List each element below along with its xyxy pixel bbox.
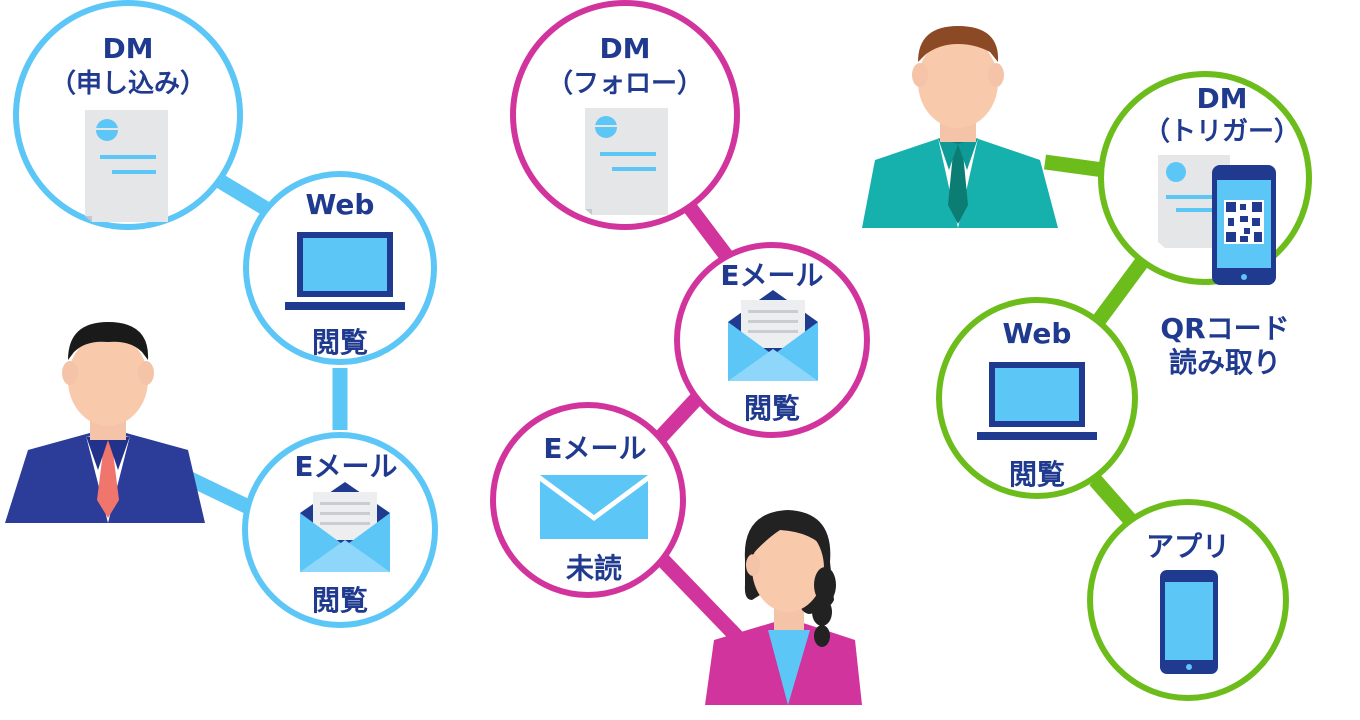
email-status: 閲覧 [312, 584, 368, 617]
laptop-icon [977, 362, 1097, 440]
dm-label: DM [102, 32, 153, 65]
open-envelope-icon [728, 290, 818, 381]
email-view-node: Eメール 閲覧 [242, 432, 438, 628]
middle-connectors [652, 200, 746, 646]
web-label: Web [1003, 317, 1072, 350]
web-view-node: Web 閲覧 [243, 171, 437, 365]
qr-caption-line1: QRコード [1160, 312, 1289, 345]
dm-subtitle: （申し込み） [50, 69, 206, 99]
smartphone-icon [1160, 570, 1218, 674]
dm-follow-node: DM （フォロー） [510, 0, 740, 230]
email-label: Eメール [543, 432, 646, 465]
open-envelope-icon [300, 482, 390, 572]
app-label: アプリ [1146, 530, 1230, 563]
web-status: 閲覧 [1009, 458, 1065, 491]
web-status: 閲覧 [312, 326, 368, 359]
email-view-node: Eメール 閲覧 [674, 242, 870, 438]
email-unread-node: Eメール 未読 [490, 402, 686, 598]
dm-trigger-node: DM （トリガー） [1098, 71, 1312, 285]
email-label: Eメール [294, 450, 397, 483]
email-status: 未読 [566, 552, 622, 585]
dm-subtitle: （トリガー） [1144, 117, 1300, 147]
web-label: Web [306, 188, 375, 221]
man-dark-suit-icon [5, 322, 205, 523]
app-node: アプリ [1087, 499, 1289, 701]
document-with-qr-phone-icon [1158, 155, 1276, 285]
woman-pink-jacket-icon [705, 510, 862, 705]
dm-subtitle: （フォロー） [547, 69, 703, 99]
document-icon [85, 110, 168, 222]
web-view-node: Web 閲覧 [936, 297, 1138, 499]
closed-envelope-icon [540, 475, 648, 539]
email-label: Eメール [720, 259, 823, 292]
qr-scan-caption: QRコード 読み取り [1160, 312, 1289, 379]
laptop-icon [285, 232, 405, 310]
document-icon [585, 108, 668, 215]
dm-label: DM [1196, 82, 1247, 115]
dm-label: DM [599, 32, 650, 65]
dm-application-node: DM （申し込み） [13, 0, 243, 230]
email-status: 閲覧 [744, 392, 800, 425]
man-teal-suit-icon [862, 26, 1058, 228]
qr-caption-line2: 読み取り [1169, 346, 1281, 379]
